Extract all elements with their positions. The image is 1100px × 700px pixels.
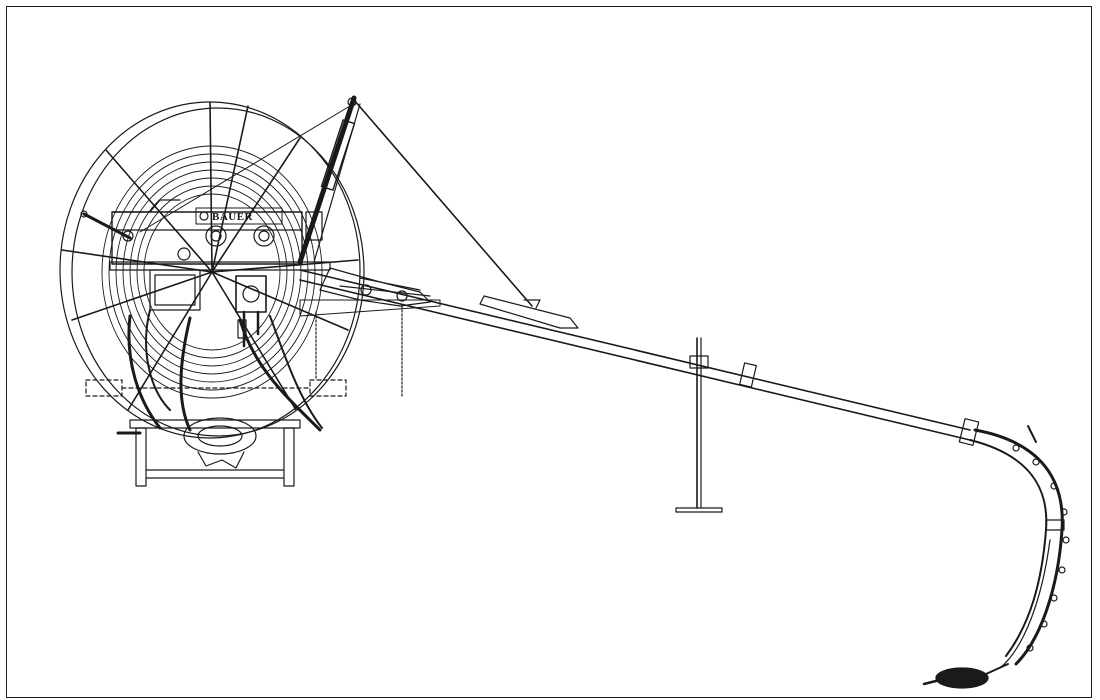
chassis-frame	[80, 199, 331, 487]
lifting-arm	[139, 95, 541, 309]
brand-plate	[195, 207, 283, 225]
carriage-boom	[299, 267, 980, 446]
support-stand	[675, 337, 723, 513]
outrigger-supports-dashed	[85, 379, 347, 397]
figure-frame	[6, 6, 1092, 698]
drum-spokes	[61, 101, 359, 411]
brand-label: BAUER	[212, 211, 254, 223]
flexible-hose-nozzle	[922, 425, 1070, 689]
